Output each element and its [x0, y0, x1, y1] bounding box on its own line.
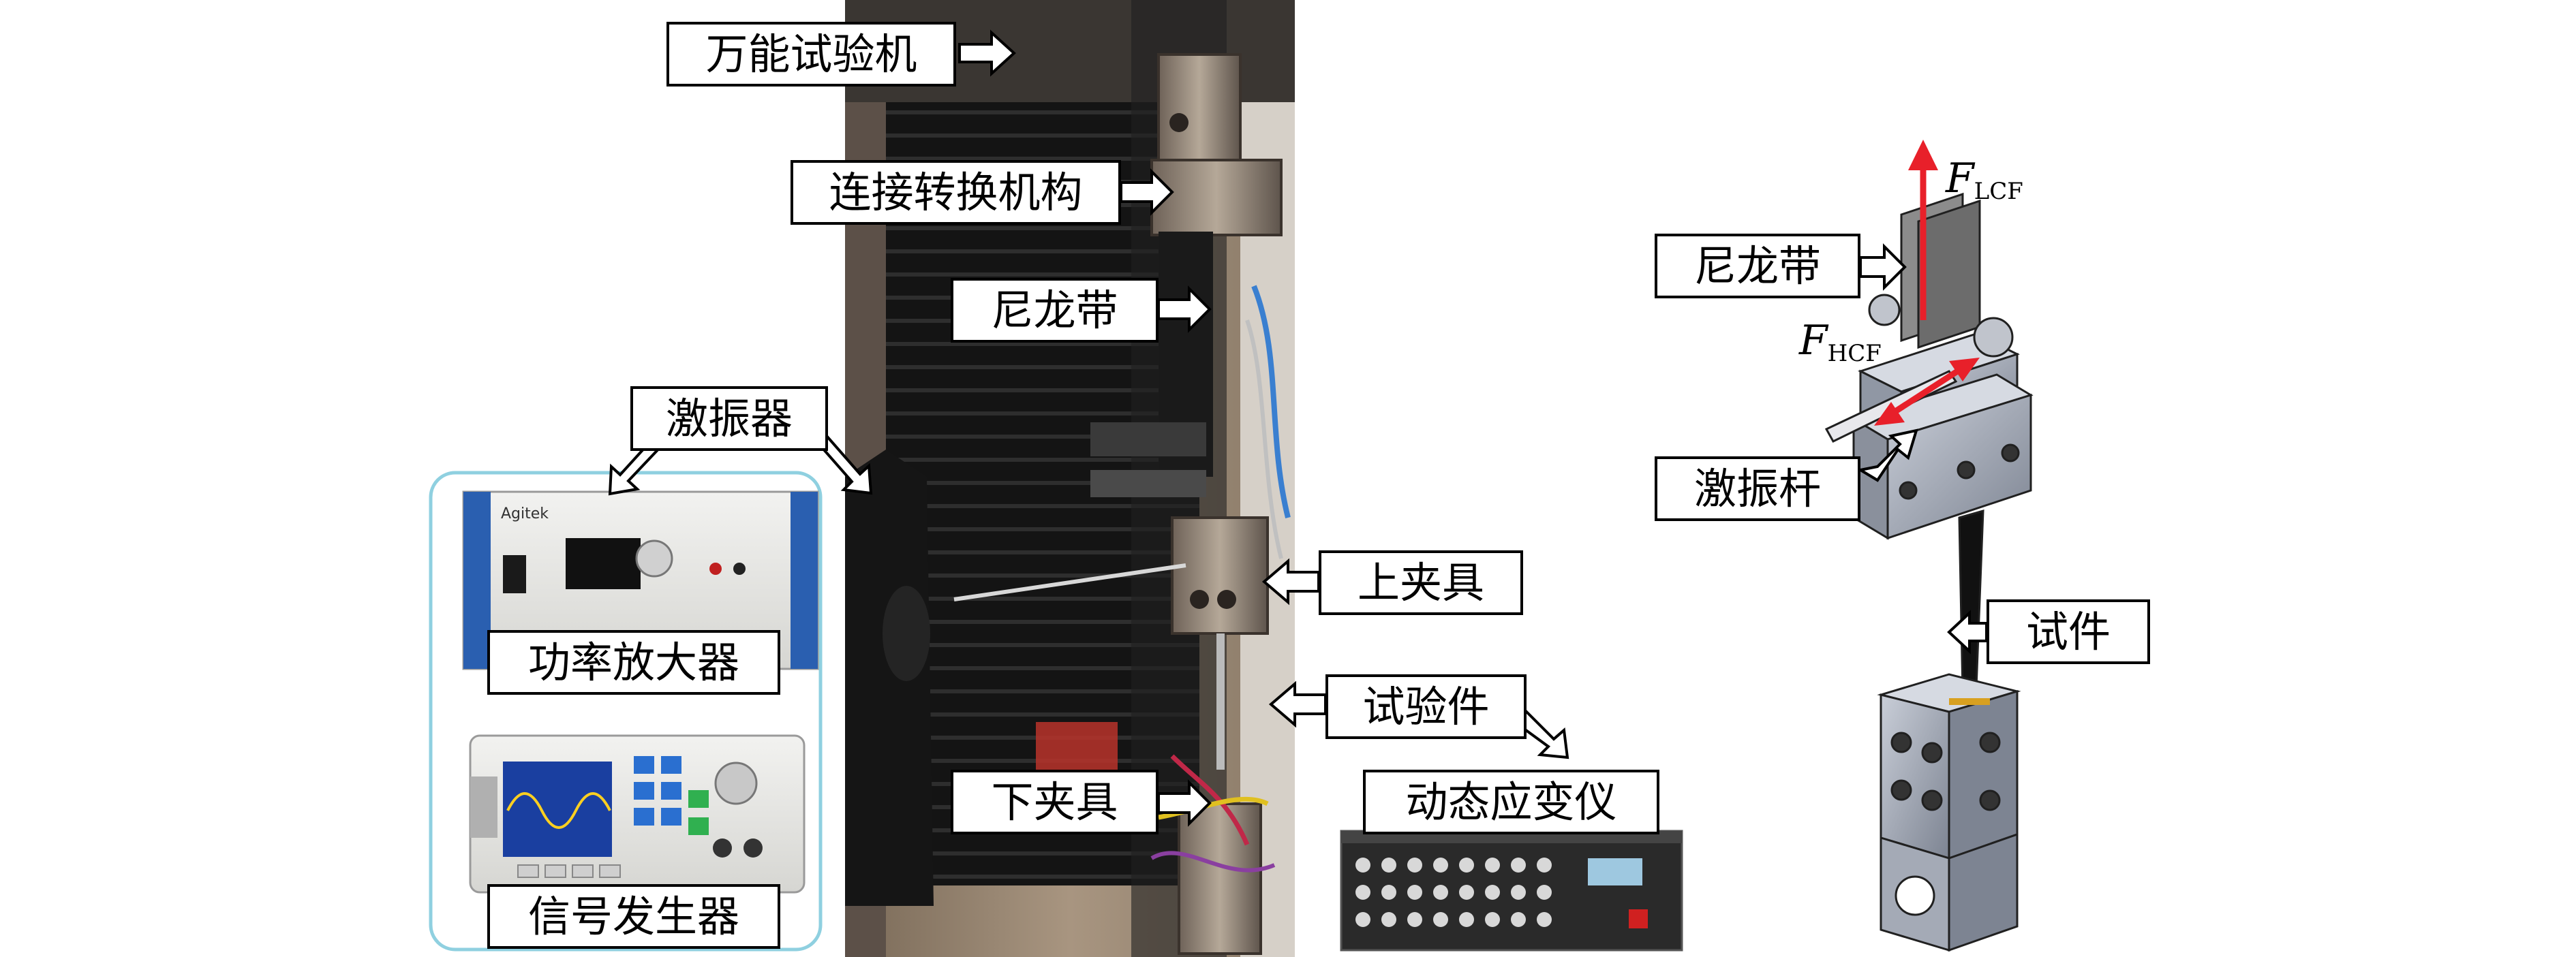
- strain-gauge-connector: [1381, 912, 1396, 927]
- label-dynamic-strain-gauge: 动态应变仪: [1363, 770, 1659, 834]
- label-connection-mechanism: 连接转换机构: [791, 160, 1121, 225]
- strain-gauge-connector: [1459, 912, 1474, 927]
- strain-gauge-connector: [1381, 885, 1396, 900]
- label-nylon-strap-photo: 尼龙带: [951, 278, 1159, 343]
- label-lower-clamp: 下夹具: [951, 770, 1159, 834]
- strain-gauge-connector: [1459, 885, 1474, 900]
- strain-gauge-connector: [1485, 885, 1500, 900]
- force-hcf-subscript: HCF: [1827, 340, 1882, 367]
- strain-gauge-connector: [1381, 858, 1396, 873]
- label-specimen-model: 试件: [1987, 599, 2150, 664]
- fixture-3d-model: [1824, 192, 2034, 952]
- strain-gauge-connector: [1485, 858, 1500, 873]
- strain-gauge-connector: [1407, 912, 1422, 927]
- label-universal-testing-machine: 万能试验机: [666, 22, 956, 87]
- strain-gauge-connector: [1355, 885, 1370, 900]
- strain-gauge-connector: [1537, 858, 1552, 873]
- strain-gauge-connector: [1433, 858, 1448, 873]
- strain-gauge-connector: [1485, 912, 1500, 927]
- force-hcf-symbol: F: [1799, 317, 1828, 364]
- force-label-lcf: FLCF: [1946, 155, 2023, 203]
- strain-gauge-connector: [1355, 912, 1370, 927]
- label-power-amplifier: 功率放大器: [487, 630, 780, 695]
- strain-gauge-connector: [1511, 912, 1526, 927]
- label-exciter: 激振器: [630, 386, 828, 451]
- label-test-specimen: 试验件: [1325, 674, 1527, 739]
- strain-gauge-connector: [1407, 858, 1422, 873]
- strain-gauge-connector: [1355, 858, 1370, 873]
- strain-gauge-connector: [1459, 858, 1474, 873]
- strain-gauge-connector: [1433, 885, 1448, 900]
- strain-gauge-connector: [1407, 885, 1422, 900]
- force-lcf-symbol: F: [1946, 155, 1974, 202]
- amplifier-brand-text: Agitek: [501, 505, 549, 522]
- strain-gauge-connector: [1511, 885, 1526, 900]
- label-signal-generator: 信号发生器: [487, 884, 780, 949]
- dynamic-strain-gauge-device: [1340, 830, 1683, 952]
- force-lcf-subscript: LCF: [1974, 178, 2023, 205]
- force-arrows: [1874, 140, 1980, 426]
- label-nylon-strap-model: 尼龙带: [1655, 234, 1860, 298]
- strain-gauge-connector: [1433, 912, 1448, 927]
- label-upper-clamp: 上夹具: [1319, 550, 1523, 615]
- force-label-hcf: FHCF: [1799, 317, 1882, 365]
- strain-gauge-connector: [1537, 912, 1552, 927]
- signal-generator-device: [469, 734, 806, 894]
- strain-gauge-connector: [1537, 885, 1552, 900]
- label-exciter-rod: 激振杆: [1655, 456, 1860, 521]
- strain-gauge-connector: [1511, 858, 1526, 873]
